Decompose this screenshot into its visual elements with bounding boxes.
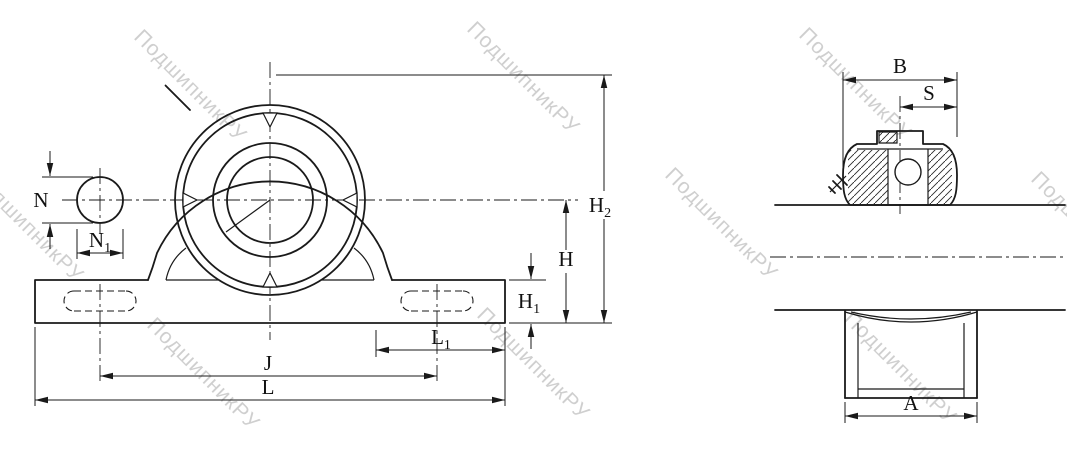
dim-label-L: L <box>262 375 275 399</box>
watermark: ПодшипникРУ <box>142 313 264 435</box>
housing-dome-outline <box>147 180 393 281</box>
watermark: ПодшипникРУ <box>472 303 594 425</box>
grease-fitting-side-icon <box>828 174 848 194</box>
dim-label-N: N <box>33 188 48 212</box>
set-screw-section <box>879 132 897 143</box>
bolt-slot-left <box>63 290 137 312</box>
watermark: ПодшипникРУ <box>660 163 782 285</box>
bore-section-line <box>225 199 271 233</box>
dimensions: N N1 H2 H H1 L1 J L B S A <box>33 54 978 423</box>
front-view <box>34 62 578 382</box>
side-base <box>844 310 978 399</box>
watermark: ПодшипникРУ <box>129 25 251 147</box>
notch-bottom <box>262 271 278 288</box>
watermark: ПодшипникРУ <box>462 17 584 139</box>
outer-ring-section-left <box>848 150 888 204</box>
dim-label-J: J <box>264 351 272 375</box>
notch-left <box>182 192 199 208</box>
side-view <box>770 96 1066 399</box>
dome-inner-shoulder-right <box>353 247 375 281</box>
base-outline <box>34 279 506 324</box>
bolt-boss-circle <box>76 176 124 224</box>
inner-ring-circle <box>212 142 328 258</box>
dim-label-L1: L1 <box>431 325 451 353</box>
outer-ring-section-right <box>928 150 952 204</box>
bearing-outer-circle <box>174 104 366 296</box>
ball-element <box>894 158 922 186</box>
dim-label-S: S <box>923 81 935 105</box>
dim-label-B: B <box>893 54 907 78</box>
dim-label-H: H <box>558 247 573 271</box>
bore-circle <box>226 156 314 244</box>
watermark: ПодшипникРУ <box>794 23 916 145</box>
lube-notches <box>182 112 358 288</box>
bolt-slot-right <box>400 290 474 312</box>
dim-label-H1: H1 <box>518 289 540 317</box>
dim-label-N1: N1 <box>89 228 111 256</box>
dome-inner-shoulder-left <box>165 247 187 281</box>
watermark: ПодшипникРУ <box>1026 167 1067 289</box>
grease-fitting-icon <box>164 84 191 111</box>
notch-top <box>262 112 278 129</box>
base-arch-inner <box>850 311 972 320</box>
base-arch-outer <box>844 311 978 323</box>
dim-label-H2: H2 <box>589 193 611 221</box>
base-recess <box>857 388 965 398</box>
dim-label-A: A <box>903 391 919 415</box>
notch-right <box>341 192 358 208</box>
set-screw-outline <box>878 131 898 144</box>
extension-lines <box>34 72 978 423</box>
watermark: ПодшипникРУ <box>0 165 88 287</box>
centerlines <box>62 62 578 382</box>
